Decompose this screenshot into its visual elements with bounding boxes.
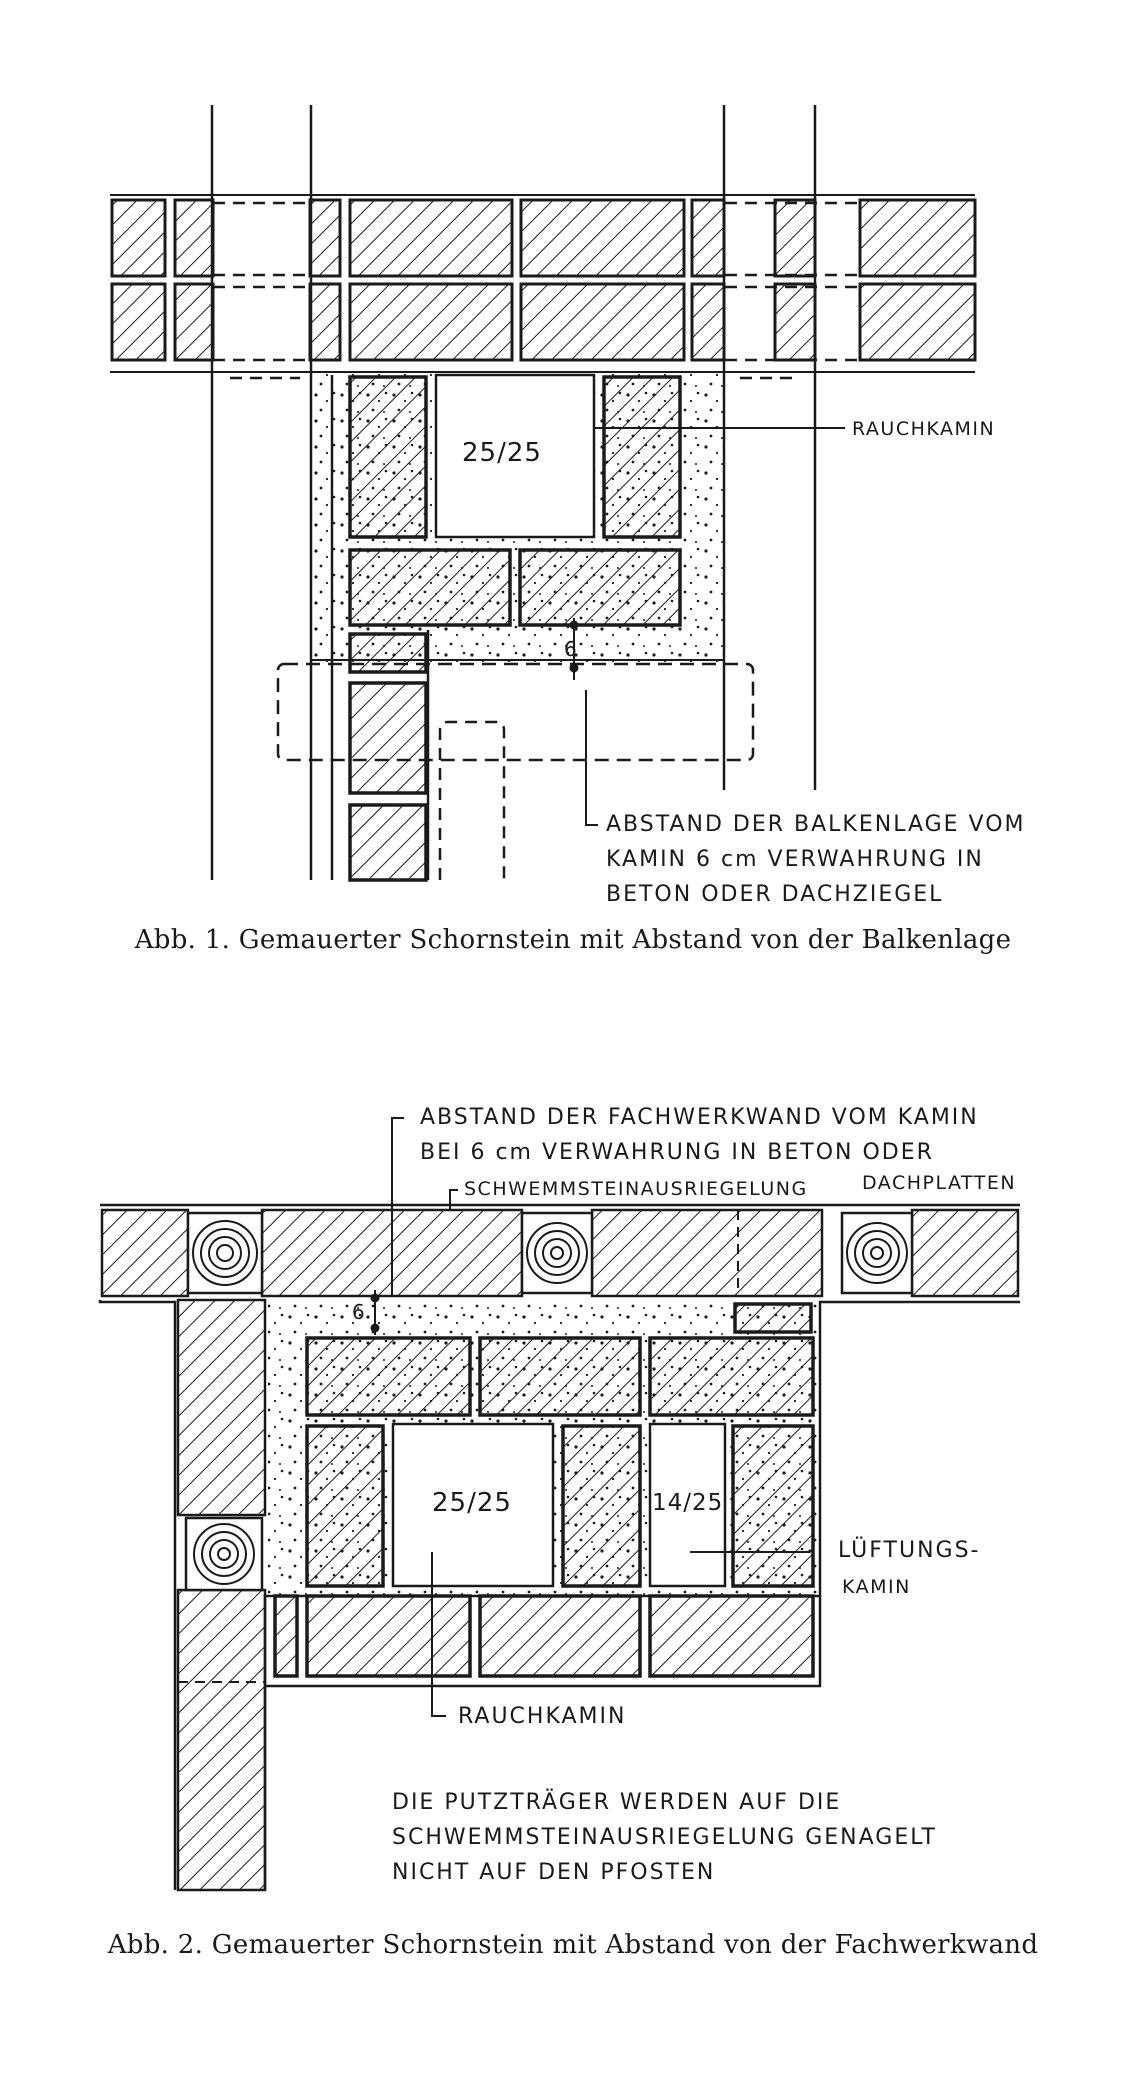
- smoke-flue-opening: [434, 373, 596, 539]
- leader-lines: [391, 1117, 810, 1717]
- clearance-dimension: [569, 618, 579, 680]
- note-bottom-line-1: DIE PUTZTRÄGER WERDEN AUF DIE: [392, 1790, 842, 1815]
- chimney-bricks: [348, 375, 682, 882]
- figure-1-drawing: [110, 105, 977, 882]
- beam-end-outline: [438, 720, 506, 880]
- leader-lines: [585, 427, 845, 826]
- vent-flue-label-line-2: KAMIN: [842, 1576, 911, 1598]
- note-top-line-2: BEI 6 cm VERWAHRUNG IN BETON ODER: [420, 1140, 934, 1165]
- clearance-dimension: [370, 1290, 380, 1335]
- clearance-value: 6: [564, 637, 577, 661]
- smoke-flue-label: RAUCHKAMIN: [458, 1704, 627, 1729]
- infill-label: SCHWEMMSTEINAUSRIEGELUNG: [464, 1178, 808, 1200]
- note-line-3: BETON ODER DACHZIEGEL: [606, 882, 944, 907]
- smoke-flue-label: RAUCHKAMIN: [852, 418, 996, 440]
- note-line-2: KAMIN 6 cm VERWAHRUNG IN: [606, 847, 984, 872]
- vent-flue-label-line-1: LÜFTUNGS-: [838, 1538, 981, 1563]
- wall-bricks: [110, 198, 977, 362]
- roof-tiles-label: DACHPLATTEN: [862, 1172, 1017, 1194]
- smoke-flue-opening: [391, 1422, 555, 1588]
- clearance-value: 6: [352, 1300, 365, 1324]
- chimney-bricks: [273, 1302, 815, 1678]
- wall-dashes: [213, 201, 860, 380]
- vent-flue-size-label: 14/25: [652, 1490, 724, 1516]
- main-flue-size-label: 25/25: [432, 1488, 512, 1518]
- figure-2-drawing: [98, 1117, 1020, 1892]
- figure-2-caption: Abb. 2. Gemauerter Schornstein mit Absta…: [107, 1930, 1039, 1960]
- note-bottom-line-2: SCHWEMMSTEINAUSRIEGELUNG GENAGELT: [392, 1825, 937, 1850]
- vent-flue-opening: [648, 1422, 727, 1588]
- flue-size-label: 25/25: [462, 438, 542, 468]
- figure-2: ABSTAND DER FACHWERKWAND VOM KAMIN BEI 6…: [0, 1000, 1146, 2097]
- figure-1: 25/25 6 RAUCHKAMIN ABSTAND DER BALKENLAG…: [0, 0, 1146, 1000]
- figure-1-caption: Abb. 1. Gemauerter Schornstein mit Absta…: [134, 925, 1012, 955]
- note-bottom-line-3: NICHT AUF DEN PFOSTEN: [392, 1860, 716, 1885]
- note-top-line-1: ABSTAND DER FACHWERKWAND VOM KAMIN: [420, 1105, 979, 1130]
- beam-outline: [276, 662, 755, 762]
- note-line-1: ABSTAND DER BALKENLAGE VOM: [606, 812, 1026, 837]
- timber-posts: [184, 1211, 914, 1592]
